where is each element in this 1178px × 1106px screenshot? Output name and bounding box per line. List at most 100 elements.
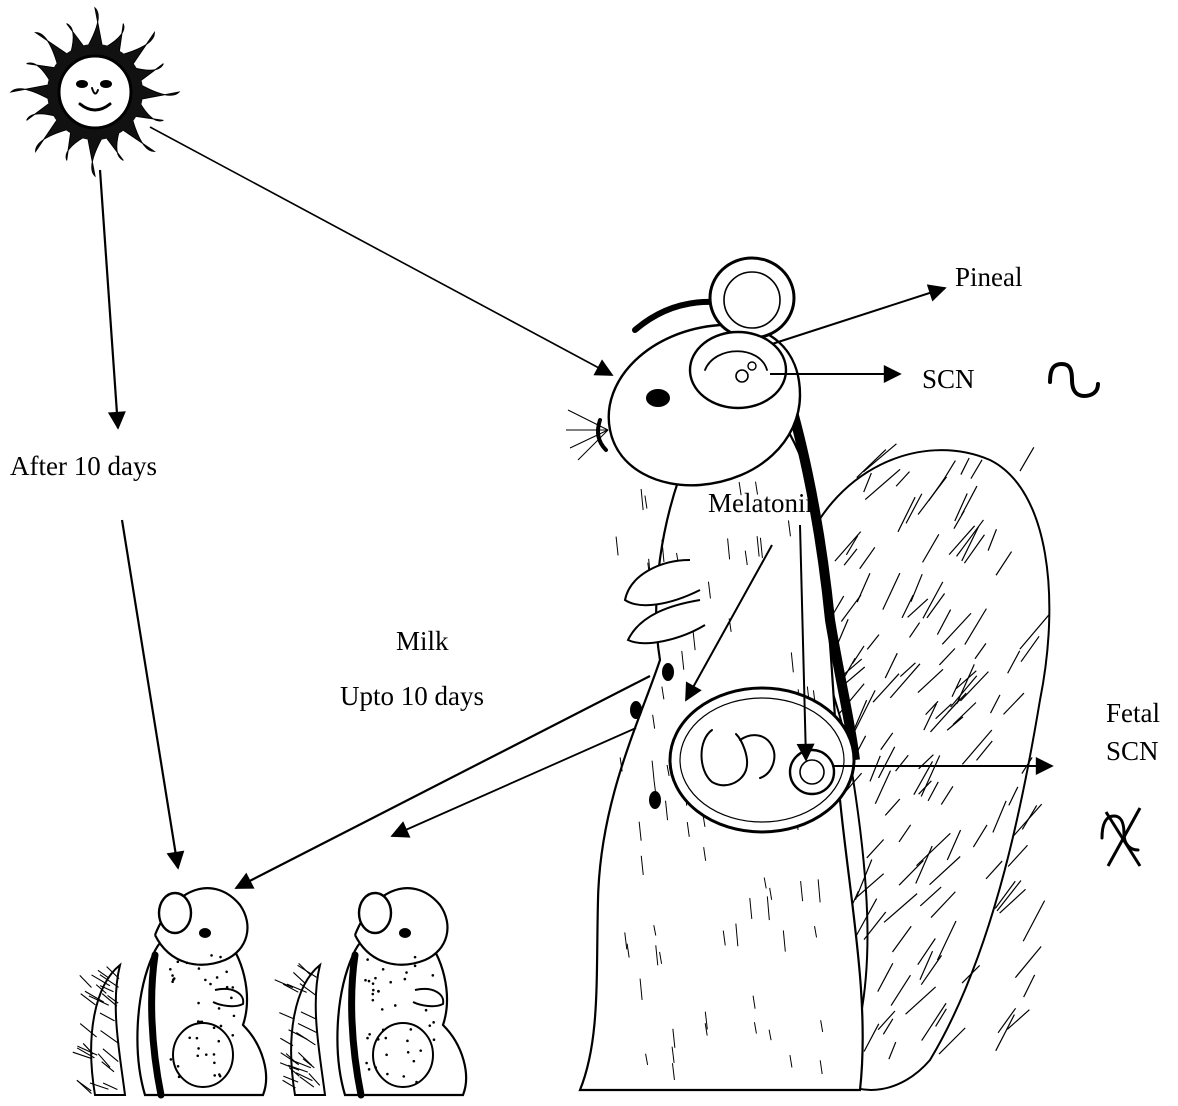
pup-fur-dot xyxy=(372,982,375,985)
arrow-to-pineal xyxy=(772,288,945,344)
fetal-scn-mark xyxy=(800,760,824,784)
pup-fur-dot xyxy=(386,1073,389,1076)
pup-fur-dot xyxy=(209,983,212,986)
pup-fur-dot xyxy=(404,978,407,981)
pup-tail-fur-stroke xyxy=(80,975,92,987)
pup-fur-dot xyxy=(233,1015,236,1018)
pup-fur-dot xyxy=(371,993,374,996)
arrow-after-to-pup xyxy=(122,520,178,868)
pup-fur-dot xyxy=(188,1036,191,1039)
tail-fur-stroke xyxy=(1022,805,1036,829)
pup-fur-dot xyxy=(425,1009,428,1012)
pup-fur-dot xyxy=(197,1047,200,1050)
pup-fur-dot xyxy=(186,962,189,965)
sun-face xyxy=(59,56,131,128)
pup-2-ear xyxy=(359,893,391,933)
pup-fur-dot xyxy=(368,1068,371,1071)
pup-fur-dot xyxy=(170,1058,173,1061)
pup-tail-fur-stroke xyxy=(73,1052,92,1058)
pup-fur-dot xyxy=(414,965,417,968)
pup-fur-dot xyxy=(372,989,375,992)
sun-eye-left xyxy=(76,80,88,88)
pup-fur-dot xyxy=(389,981,392,984)
teat-3 xyxy=(649,791,661,809)
pup-fur-dot xyxy=(377,990,380,993)
pup-fur-dot xyxy=(368,1033,371,1036)
pup-fur-dot xyxy=(196,1054,199,1057)
label-melatonin: Melatonin xyxy=(708,488,819,518)
pup-fur-dot xyxy=(384,1037,387,1040)
crossed-wave-icon xyxy=(1102,808,1140,866)
pup-fur-dot xyxy=(394,1004,397,1007)
pup-fur-dot xyxy=(210,954,213,957)
pup-fur-dot xyxy=(213,1026,216,1029)
pup-fur-dot xyxy=(171,974,174,977)
pup-fur-dot xyxy=(372,999,375,1002)
circadian-wave-icon xyxy=(1050,364,1098,396)
pup-fur-dot xyxy=(213,1074,216,1077)
pup-fur-dot xyxy=(432,974,435,977)
pup-fur-dot xyxy=(406,1040,409,1043)
pup-fur-dot xyxy=(414,956,417,959)
pup-fur-dot xyxy=(220,1025,223,1028)
pup-fur-dot xyxy=(419,1049,422,1052)
mother-squirrel xyxy=(566,258,1049,1090)
pup-fur-dot xyxy=(366,1037,369,1040)
pup-fur-dot xyxy=(178,1076,181,1079)
label-fetal-scn: SCN xyxy=(1106,736,1159,766)
pup-fur-dot xyxy=(381,1008,384,1011)
pup-fur-dot xyxy=(177,1065,180,1068)
scn-mark xyxy=(748,362,756,370)
pup-1-eye xyxy=(199,928,211,938)
pup-fur-dot xyxy=(365,1062,368,1065)
pup-tail-fur-stroke xyxy=(81,994,96,1005)
pup-tail-fur-stroke xyxy=(293,972,305,983)
pup-fur-dot xyxy=(219,956,222,959)
pup-fur-dot xyxy=(377,1038,380,1041)
pup-2-tail xyxy=(291,965,325,1095)
pup-fur-dot xyxy=(171,980,174,983)
arrow-milk-to-pup-2 xyxy=(392,728,636,836)
label-milk: Milk xyxy=(396,626,449,656)
body-fur-stroke xyxy=(645,496,647,509)
pup-fur-dot xyxy=(218,1073,221,1076)
pup-fur-dot xyxy=(385,1053,388,1056)
pup-fur-dot xyxy=(213,1053,216,1056)
pup-fur-dot xyxy=(374,977,377,980)
pup-fur-dot xyxy=(402,1075,405,1078)
tail-fur-stroke xyxy=(1024,975,1035,997)
pup-fur-dot xyxy=(413,1060,416,1063)
tail-fur-stroke xyxy=(1023,901,1044,942)
pup-1-haunch xyxy=(173,1023,233,1087)
arrow-sun-to-pups-label xyxy=(100,170,118,428)
mother-eye xyxy=(646,389,670,407)
pup-2 xyxy=(275,888,466,1095)
pup-fur-dot xyxy=(368,980,371,983)
pup-fur-dot xyxy=(382,968,385,971)
pup-tail-fur-stroke xyxy=(279,1013,293,1019)
pup-fur-dot xyxy=(213,1062,216,1065)
pup-fur-dot xyxy=(216,976,219,979)
label-after-10-days: After 10 days xyxy=(10,451,157,481)
pup-fur-dot xyxy=(382,1028,385,1031)
sun-ray xyxy=(11,85,50,100)
pup-tail-fur-stroke xyxy=(77,1080,92,1093)
pup-fur-dot xyxy=(230,997,233,1000)
pup-fur-dot xyxy=(197,1002,200,1005)
body-fur-stroke xyxy=(616,537,618,556)
pup-fur-dot xyxy=(415,1081,418,1084)
pup-fur-dot xyxy=(204,979,207,982)
pup-1-ear xyxy=(159,893,191,933)
sun-icon xyxy=(11,8,179,176)
pup-fur-dot xyxy=(231,986,234,989)
pup-tail-fur-stroke xyxy=(275,980,293,988)
pup-fur-dot xyxy=(218,1007,221,1010)
teat-2 xyxy=(630,701,642,719)
pup-fur-dot xyxy=(173,977,176,980)
arrow-sun-to-mother xyxy=(150,127,612,375)
tail-fur-stroke xyxy=(1007,1010,1029,1030)
pup-fur-dot xyxy=(366,958,369,961)
label-pineal: Pineal xyxy=(955,262,1023,292)
pup-fur-dot xyxy=(364,979,367,982)
